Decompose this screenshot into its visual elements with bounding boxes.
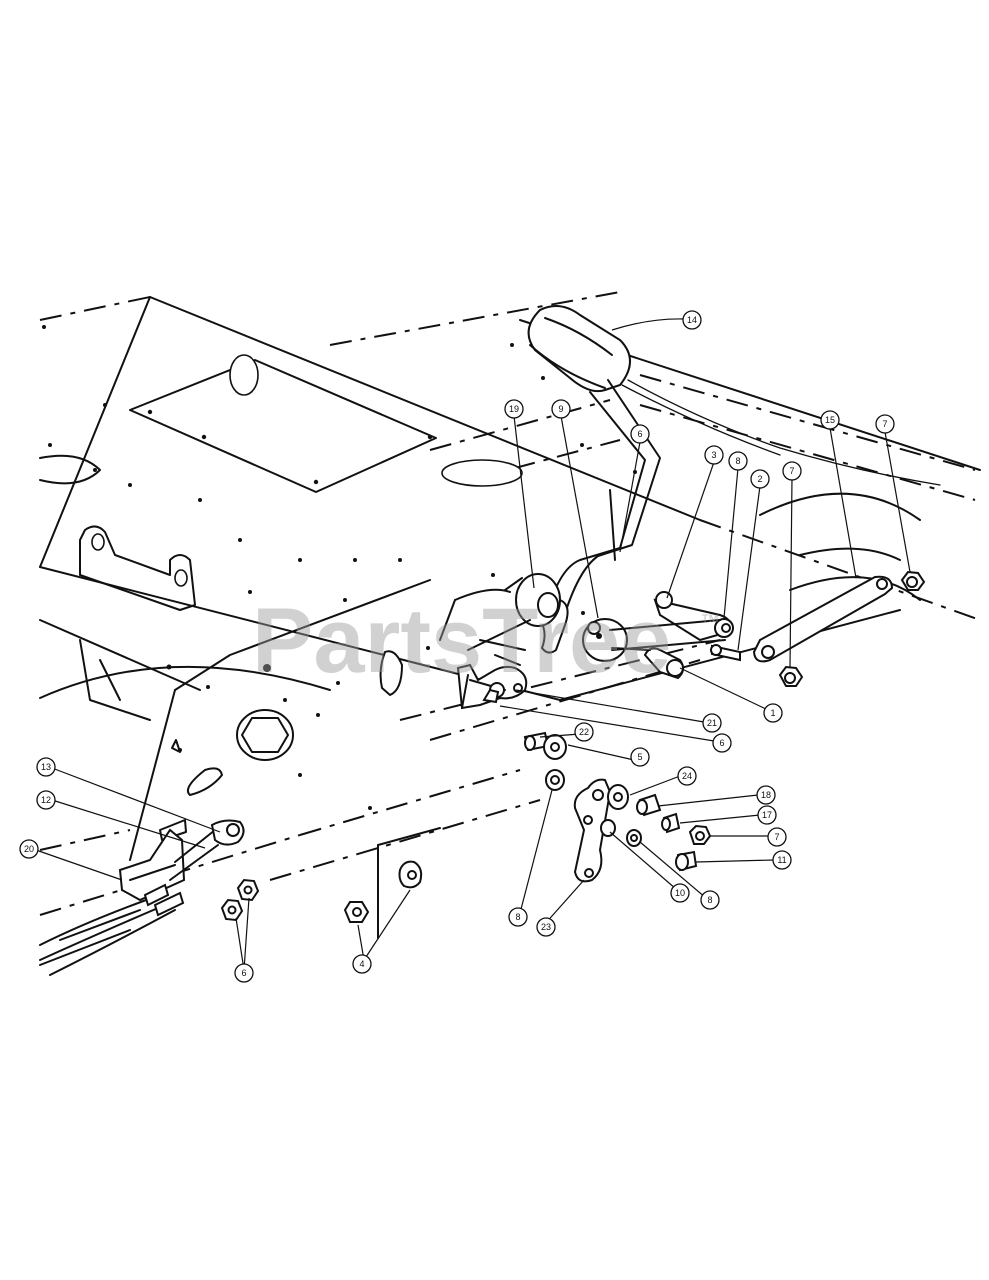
callout-21: 21 bbox=[702, 713, 722, 733]
svg-text:1: 1 bbox=[770, 708, 775, 718]
lower-hardware bbox=[343, 731, 712, 939]
svg-text:9: 9 bbox=[558, 404, 563, 414]
callout-6: 6 bbox=[630, 424, 650, 444]
watermark: PartsTree ™ bbox=[252, 590, 720, 692]
svg-text:15: 15 bbox=[825, 415, 835, 425]
svg-text:7: 7 bbox=[774, 832, 779, 842]
svg-text:17: 17 bbox=[762, 810, 772, 820]
pedal-assembly bbox=[439, 305, 941, 687]
callout-2: 2 bbox=[750, 469, 770, 489]
svg-text:20: 20 bbox=[24, 844, 34, 854]
frame-outline bbox=[39, 291, 981, 966]
svg-text:24: 24 bbox=[682, 771, 692, 781]
svg-text:6: 6 bbox=[637, 429, 642, 439]
cable-assembly bbox=[39, 819, 260, 976]
callout-8-right: 8 bbox=[700, 890, 720, 910]
svg-text:6: 6 bbox=[241, 968, 246, 978]
svg-text:5: 5 bbox=[637, 752, 642, 762]
svg-text:13: 13 bbox=[41, 762, 51, 772]
svg-text:21: 21 bbox=[707, 718, 717, 728]
callout-23: 23 bbox=[536, 917, 556, 937]
svg-text:7: 7 bbox=[882, 419, 887, 429]
callout-18: 18 bbox=[756, 785, 776, 805]
callout-1: 1 bbox=[763, 703, 783, 723]
svg-text:18: 18 bbox=[761, 790, 771, 800]
callout-14: 14 bbox=[682, 310, 702, 330]
callout-7: 7 bbox=[782, 461, 802, 481]
svg-text:19: 19 bbox=[509, 404, 519, 414]
callout-19: 19 bbox=[504, 399, 524, 419]
callout-10: 10 bbox=[670, 883, 690, 903]
svg-text:8: 8 bbox=[735, 456, 740, 466]
callout-22: 22 bbox=[574, 722, 594, 742]
callout-4: 4 bbox=[352, 954, 372, 974]
callout-7-upper: 7 bbox=[875, 414, 895, 434]
watermark-trademark: ™ bbox=[700, 611, 720, 633]
callout-8: 8 bbox=[728, 451, 748, 471]
callout-11: 11 bbox=[772, 850, 792, 870]
callout-leaders bbox=[35, 318, 911, 971]
callout-3: 3 bbox=[704, 445, 724, 465]
svg-text:8: 8 bbox=[707, 895, 712, 905]
callout-15: 15 bbox=[820, 410, 840, 430]
svg-text:7: 7 bbox=[789, 466, 794, 476]
mid-bracket bbox=[379, 639, 528, 710]
watermark-text: PartsTree bbox=[252, 590, 671, 692]
svg-text:11: 11 bbox=[777, 855, 786, 865]
svg-text:8: 8 bbox=[515, 912, 520, 922]
svg-text:10: 10 bbox=[675, 888, 685, 898]
svg-text:3: 3 bbox=[711, 450, 716, 460]
callout-6-mid: 6 bbox=[712, 733, 732, 753]
svg-text:23: 23 bbox=[541, 922, 551, 932]
svg-text:4: 4 bbox=[359, 959, 364, 969]
callout-5: 5 bbox=[630, 747, 650, 767]
svg-text:12: 12 bbox=[41, 795, 51, 805]
callout-12: 12 bbox=[36, 790, 56, 810]
callout-20: 20 bbox=[19, 839, 39, 859]
callout-6-left: 6 bbox=[234, 963, 254, 983]
callout-17: 17 bbox=[757, 805, 777, 825]
callout-7-lower: 7 bbox=[767, 827, 787, 847]
svg-text:2: 2 bbox=[757, 474, 762, 484]
svg-text:6: 6 bbox=[719, 738, 724, 748]
callout-8-left: 8 bbox=[508, 907, 528, 927]
callout-13: 13 bbox=[36, 757, 56, 777]
svg-text:14: 14 bbox=[687, 315, 697, 325]
callout-24: 24 bbox=[677, 766, 697, 786]
callout-9: 9 bbox=[551, 399, 571, 419]
svg-text:22: 22 bbox=[579, 727, 589, 737]
